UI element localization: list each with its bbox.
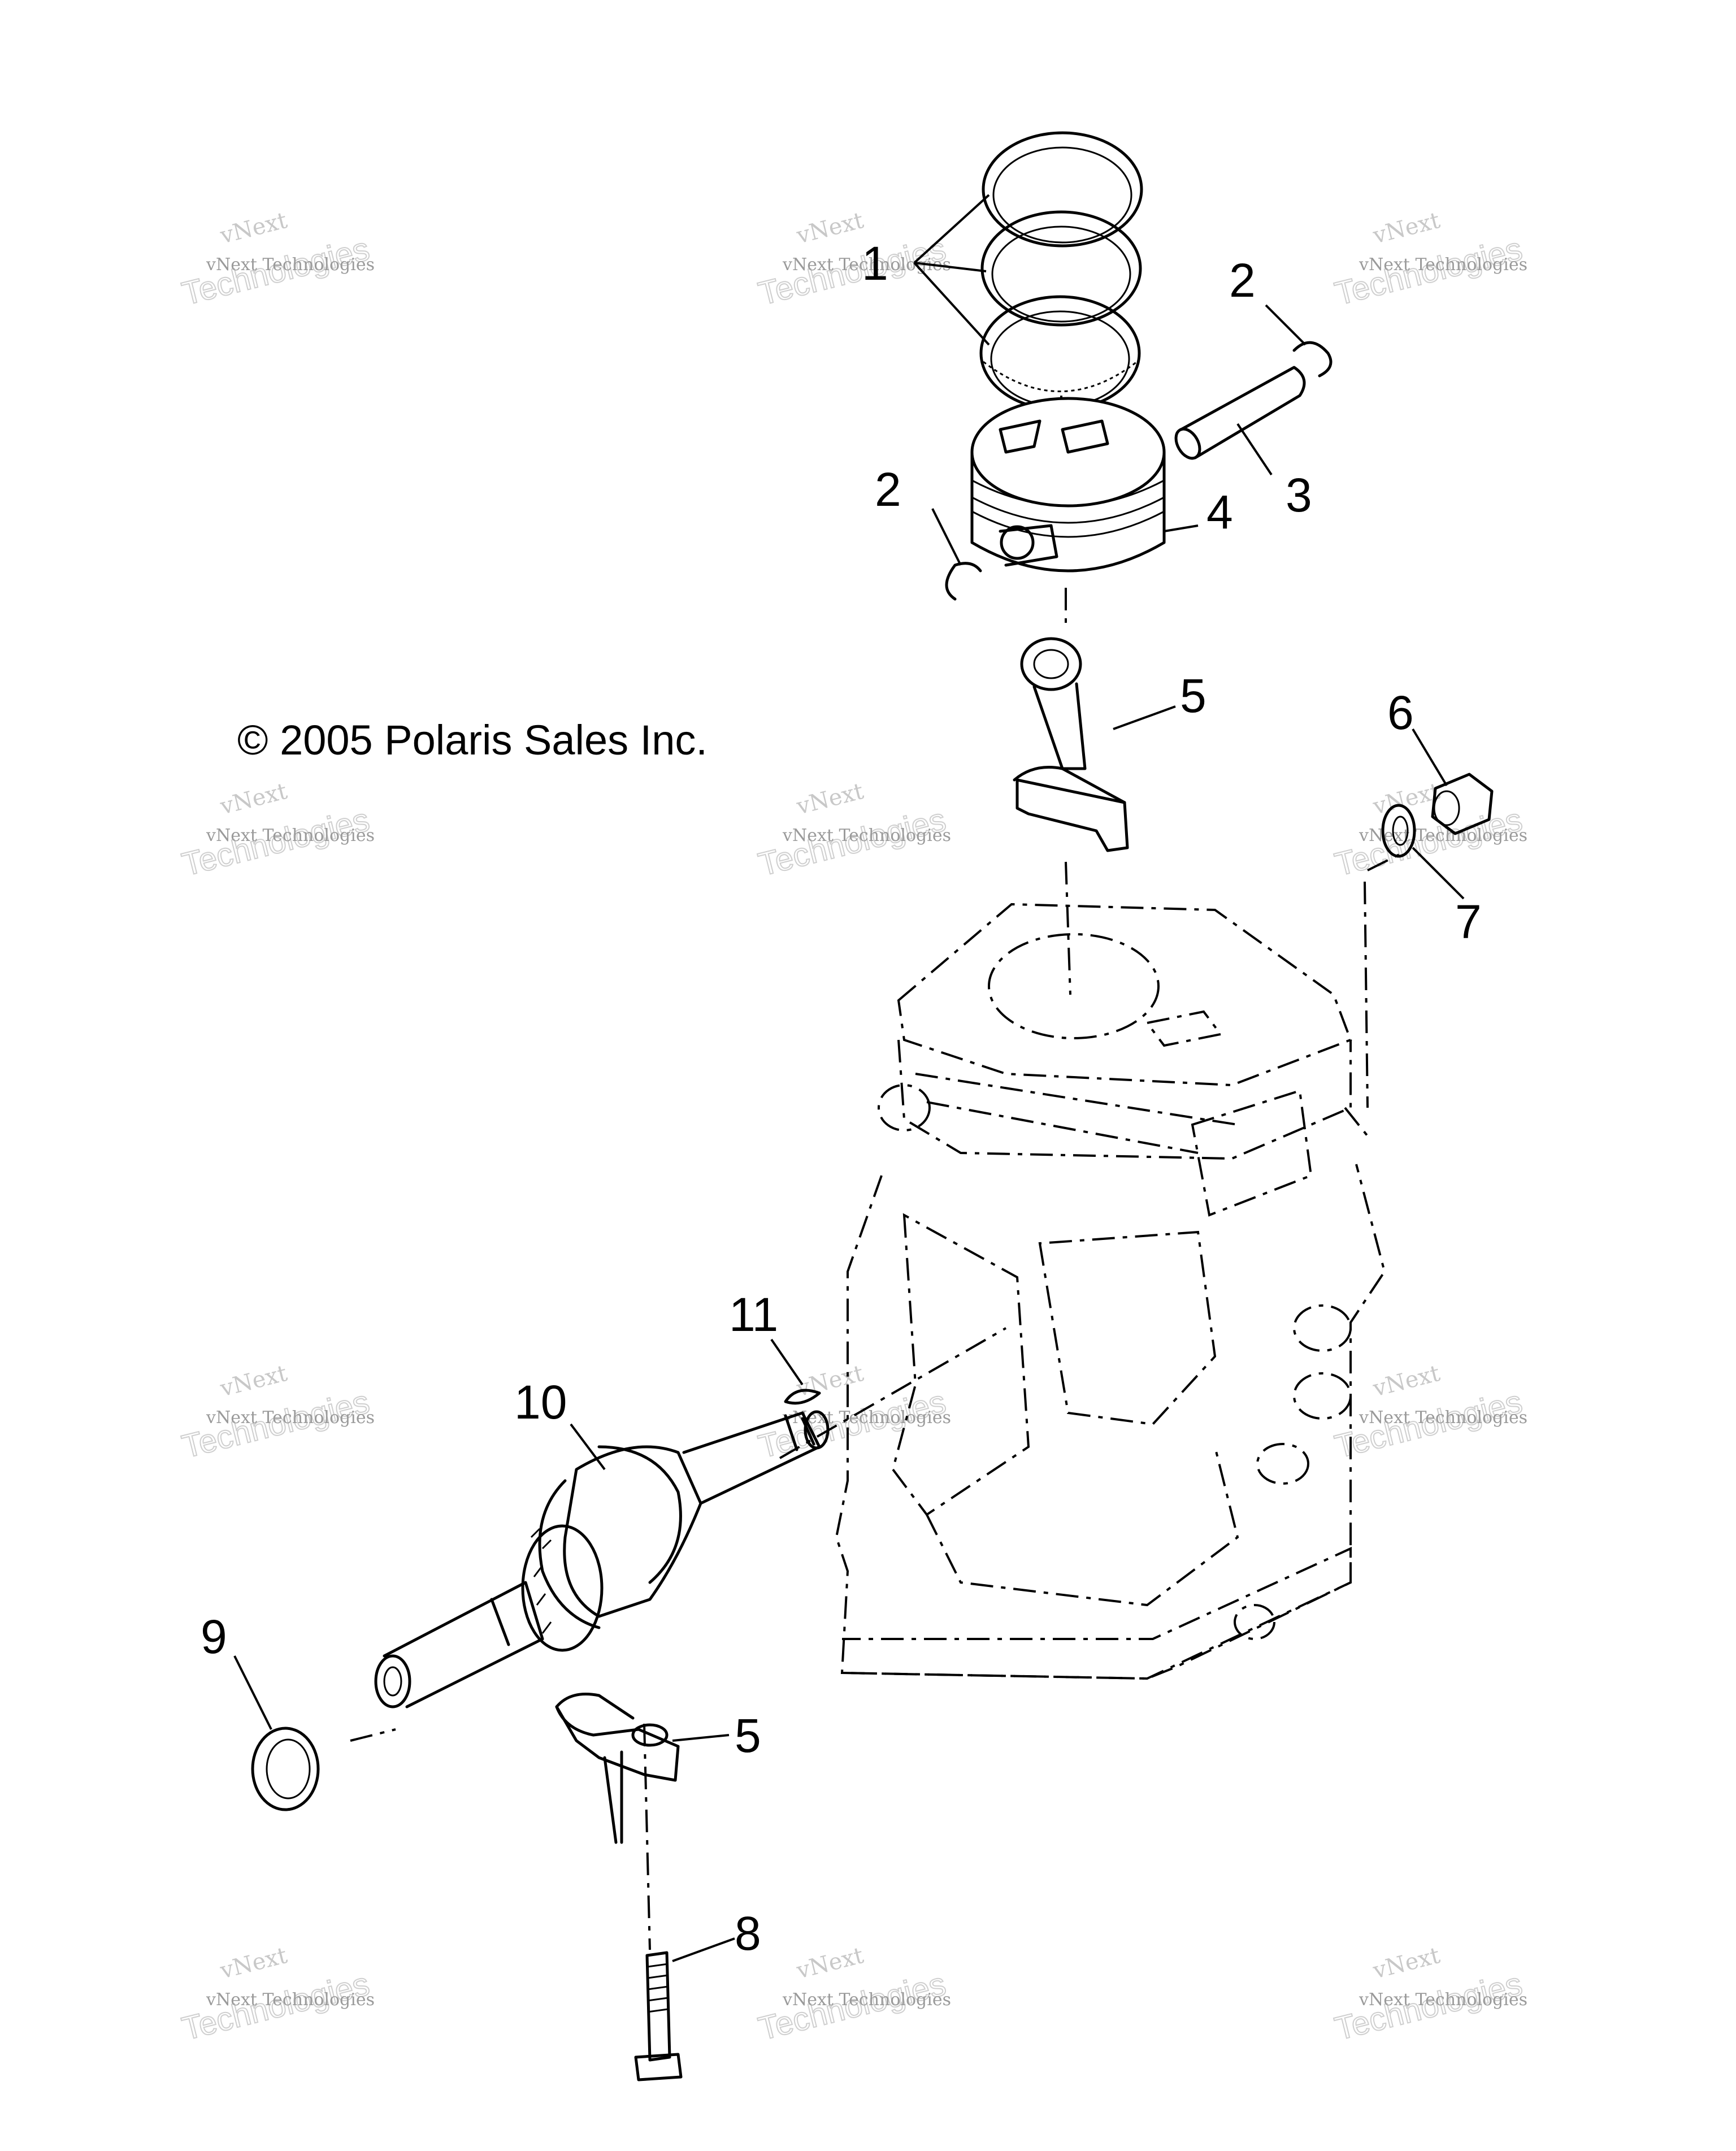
piston-ring-oil: [979, 295, 1141, 411]
callout-oil-seal: 9: [201, 1610, 227, 1663]
circlip-left: [945, 562, 982, 601]
svg-text:vNext: vNext: [793, 778, 866, 820]
watermark: vNext Technologies: [754, 1942, 950, 2048]
piston: [970, 397, 1166, 573]
watermark-text: vNext Technologies: [1359, 1408, 1527, 1428]
watermark-text: vNext Technologies: [206, 255, 375, 275]
watermark: vNext Technologies: [1331, 1942, 1526, 2048]
watermark-text: vNext Technologies: [782, 1408, 951, 1428]
svg-text:vNext: vNext: [217, 778, 289, 820]
leader-lines: [233, 194, 1465, 1962]
svg-text:vNext: vNext: [217, 207, 289, 249]
callout-key: 11: [729, 1288, 778, 1341]
crankshaft: [374, 1410, 830, 1708]
oil-seal: [251, 1727, 320, 1811]
callout-piston-rings: 1: [862, 237, 888, 290]
piston-ring-middle: [980, 210, 1142, 327]
svg-text:vNext: vNext: [1370, 1360, 1442, 1402]
watermark: vNext Technologies: [1331, 778, 1526, 884]
svg-text:vNext: vNext: [793, 1942, 866, 1984]
callouts: 1 2 3 2 4 5 6 7 11 10 9 5 8: [201, 237, 1482, 1960]
connecting-rod-cap: [555, 1693, 680, 1844]
washer: [1381, 804, 1416, 858]
watermark: vNext Technologies: [178, 778, 374, 884]
watermark-text: vNext Technologies: [206, 1408, 375, 1428]
callout-circlip-right: 2: [1229, 254, 1256, 307]
callout-connecting-rod: 5: [1180, 669, 1206, 722]
watermark-text: vNext Technologies: [1359, 255, 1527, 275]
bolt: [634, 1951, 683, 2081]
watermark: vNext Technologies: [178, 1942, 374, 2048]
watermark: vNext Technologies: [178, 1360, 374, 1466]
svg-text:vNext: vNext: [1370, 207, 1442, 249]
svg-text:vNext: vNext: [217, 1360, 289, 1402]
nut: [1431, 773, 1494, 835]
callout-connecting-rod-cap: 5: [735, 1709, 761, 1762]
piston-ring-set: [979, 131, 1143, 413]
svg-text:vNext: vNext: [793, 207, 866, 249]
svg-text:vNext: vNext: [1370, 1942, 1442, 1984]
cylinder-block: [835, 903, 1386, 1680]
watermark-text: vNext Technologies: [206, 1990, 375, 2010]
callout-washer: 7: [1455, 895, 1482, 948]
callout-bolt: 8: [735, 1907, 761, 1960]
watermark-text: vNext Technologies: [206, 826, 375, 845]
svg-text:vNext: vNext: [793, 1360, 866, 1402]
piston-pin: [1174, 366, 1306, 460]
svg-text:vNext: vNext: [217, 1942, 289, 1984]
woodruff-key: [784, 1389, 821, 1405]
watermark: vNext Technologies: [178, 207, 374, 313]
watermark: vNext Technologies: [754, 778, 950, 884]
watermark-text: vNext Technologies: [782, 826, 951, 845]
watermark: vNext Technologies: [754, 207, 950, 313]
callout-piston-pin: 3: [1286, 469, 1312, 522]
center-lines: [350, 588, 1402, 1950]
callout-crankshaft: 10: [514, 1376, 567, 1429]
callout-nut: 6: [1387, 686, 1414, 739]
watermark: vNext Technologies: [1331, 1360, 1526, 1466]
piston-ring-top: [982, 131, 1143, 248]
callout-circlip-left: 2: [875, 463, 901, 516]
watermark-text: vNext Technologies: [1359, 1990, 1527, 2010]
copyright-notice: © 2005 Polaris Sales Inc.: [237, 717, 708, 764]
watermark-text: vNext Technologies: [782, 1990, 951, 2010]
connecting-rod: [1013, 637, 1129, 852]
watermark: vNext Technologies: [1331, 207, 1526, 313]
callout-piston: 4: [1206, 485, 1233, 539]
watermark-text: vNext Technologies: [1359, 826, 1527, 845]
